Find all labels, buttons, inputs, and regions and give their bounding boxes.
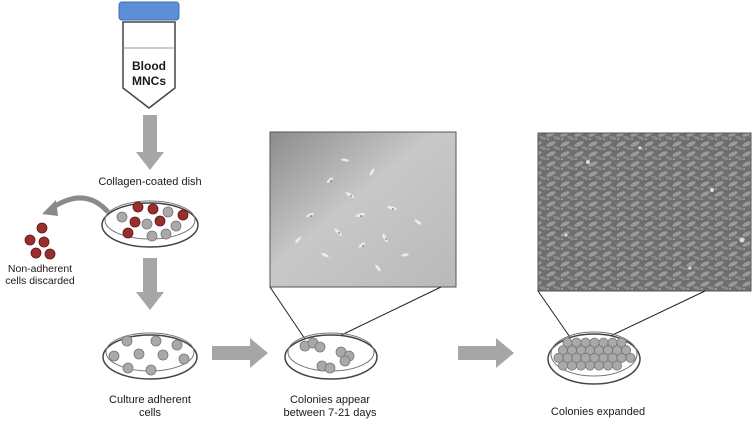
collagen-dish-label: Collagen-coated dish bbox=[98, 176, 201, 188]
arrow-colonies-to-expanded bbox=[458, 338, 514, 368]
arrow-tube-to-dish bbox=[136, 115, 164, 170]
expanded-dish bbox=[547, 331, 641, 385]
expanded-cells bbox=[553, 337, 636, 371]
red-cell bbox=[36, 222, 48, 234]
grey-cell bbox=[157, 349, 169, 361]
red-cell bbox=[129, 216, 141, 228]
grey-cell bbox=[121, 335, 133, 347]
discarded-cells-cluster bbox=[24, 222, 56, 260]
red-cell bbox=[154, 215, 166, 227]
colonies-label-line2: between 7-21 days bbox=[284, 407, 377, 419]
red-cell bbox=[147, 203, 159, 215]
grey-cell bbox=[178, 353, 190, 365]
grey-cell bbox=[122, 362, 134, 374]
grey-cell bbox=[133, 348, 145, 360]
zoom-line bbox=[601, 290, 706, 341]
grey-cell bbox=[621, 345, 632, 356]
zoom-line bbox=[269, 286, 308, 343]
expanded-label: Colonies expanded bbox=[551, 406, 645, 418]
colonies-label-line1: Colonies appear bbox=[290, 394, 370, 406]
red-cell bbox=[24, 234, 36, 246]
grey-cell bbox=[162, 206, 174, 218]
grey-cell bbox=[585, 360, 596, 371]
red-cell bbox=[132, 201, 144, 213]
grey-cell bbox=[116, 211, 128, 223]
tube-cap bbox=[118, 1, 180, 21]
culture-label-line1: Culture adherent bbox=[109, 394, 191, 406]
grey-cell bbox=[625, 352, 636, 363]
grey-cell bbox=[616, 337, 627, 348]
micrograph-expanded bbox=[537, 132, 752, 292]
tube-label-line1: Blood bbox=[132, 59, 166, 73]
grey-cell bbox=[339, 355, 351, 367]
zoom-line bbox=[326, 286, 442, 343]
red-cell bbox=[122, 227, 134, 239]
red-cell bbox=[44, 248, 56, 260]
grey-cell bbox=[146, 230, 158, 242]
grey-cell bbox=[612, 360, 623, 371]
grey-cell bbox=[150, 335, 162, 347]
curved-discard-arrow bbox=[42, 195, 110, 216]
grey-cell bbox=[141, 218, 153, 230]
arrow-dish-to-culture bbox=[136, 258, 164, 310]
grey-cell bbox=[603, 360, 614, 371]
grey-cell bbox=[145, 364, 157, 376]
discard-label-line2: cells discarded bbox=[5, 275, 75, 287]
blood-mnc-tube: Blood MNCs bbox=[118, 1, 180, 109]
grey-cell bbox=[314, 341, 326, 353]
tube-label-line2: MNCs bbox=[132, 74, 166, 88]
red-cell bbox=[38, 236, 50, 248]
grey-cell bbox=[567, 360, 578, 371]
grey-cell bbox=[170, 220, 182, 232]
grey-cell bbox=[558, 360, 569, 371]
grey-cell bbox=[594, 360, 605, 371]
arrow-culture-to-colonies bbox=[212, 338, 268, 368]
grey-cell bbox=[324, 362, 336, 374]
colonies-dish bbox=[284, 332, 378, 380]
grey-cell bbox=[108, 350, 120, 362]
grey-cell bbox=[160, 228, 172, 240]
culture-dish bbox=[102, 332, 198, 380]
micrograph-colonies bbox=[269, 131, 457, 288]
collagen-coated-dish bbox=[101, 200, 199, 248]
red-cell bbox=[30, 247, 42, 259]
red-cell bbox=[177, 209, 189, 221]
discard-label-line1: Non-adherent bbox=[8, 263, 72, 275]
tube-body bbox=[122, 21, 176, 109]
culture-label-line2: cells bbox=[139, 407, 162, 419]
zoom-line bbox=[537, 290, 573, 341]
grey-cell bbox=[171, 339, 183, 351]
grey-cell bbox=[576, 360, 587, 371]
